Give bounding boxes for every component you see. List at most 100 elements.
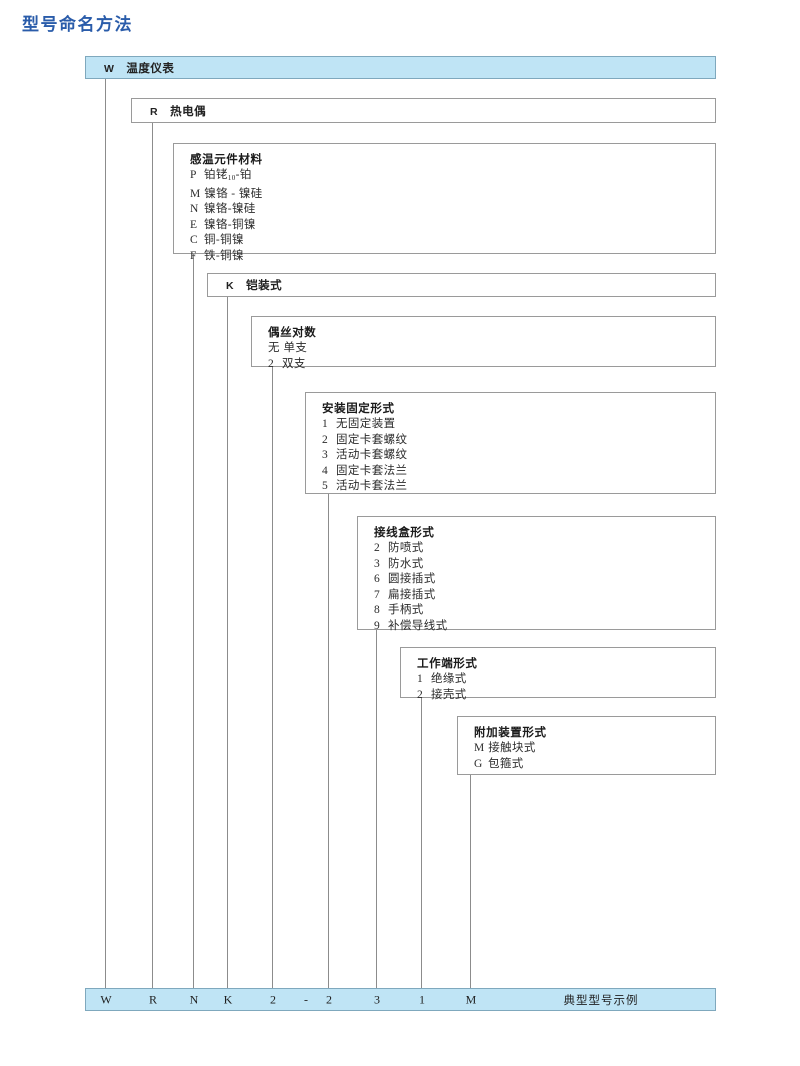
option-code: 6	[374, 573, 380, 585]
option-item: C 铜-铜镍	[190, 233, 263, 249]
option-code: P	[190, 169, 197, 181]
option-text: 防水式	[388, 557, 424, 570]
line-p	[193, 254, 194, 988]
option-item: E 镍铬-铜镍	[190, 218, 263, 234]
option-text: 接触块式	[488, 742, 536, 754]
box-label-thermocouple: 热电偶	[170, 105, 207, 118]
summary-cell-r: R	[148, 992, 158, 1006]
option-code: 2	[374, 542, 380, 554]
option-text: 镍铬 - 镍硅	[204, 187, 263, 200]
option-list-working-end-type: 1 绝缘式 2 接壳式	[417, 672, 467, 703]
option-code: 8	[374, 604, 380, 616]
summary-cell-2a: 2	[270, 992, 276, 1006]
box-thermocouple: R 热电偶	[131, 98, 716, 123]
option-code: 9	[374, 619, 380, 632]
line-r	[152, 123, 153, 988]
line-j	[376, 630, 377, 988]
option-text: 补偿导线式	[388, 619, 448, 632]
option-code: 1	[322, 418, 328, 430]
option-code: 2	[322, 433, 328, 446]
box-code-temperature-instrument: W	[104, 62, 115, 75]
option-item: 7 扁接插式	[374, 588, 448, 604]
option-text: 防喷式	[388, 542, 424, 554]
option-text: 固定卡套螺纹	[336, 433, 408, 446]
option-code: M	[190, 187, 201, 200]
option-text: 镍铬-镍硅	[204, 203, 256, 215]
option-item: 无单支	[268, 341, 307, 357]
line-m	[328, 494, 329, 988]
line-e	[421, 698, 422, 988]
summary-cell-1: 1	[419, 992, 425, 1006]
box-code-armored-type: K	[226, 280, 235, 292]
option-item: 2 双支	[268, 357, 307, 373]
option-text: 活动卡套法兰	[336, 480, 408, 492]
option-text: 圆接插式	[388, 573, 436, 585]
option-code: N	[190, 203, 199, 215]
option-item: 2 固定卡套螺纹	[322, 433, 407, 449]
option-text: 铂铑10-铂	[204, 169, 252, 182]
option-text: 扁接插式	[388, 588, 436, 601]
option-item: N 镍铬-镍硅	[190, 202, 263, 218]
option-code: 3	[374, 557, 380, 570]
option-code: 2	[268, 357, 274, 370]
option-item: P 铂铑10-铂	[190, 168, 263, 187]
option-code: E	[190, 218, 198, 231]
option-code: 4	[322, 464, 328, 477]
line-k	[227, 297, 228, 988]
summary-cell-dash: -	[304, 992, 308, 1006]
option-text: 镍铬-铜镍	[204, 218, 256, 231]
option-text: 包箍式	[488, 757, 524, 770]
option-code: F	[190, 249, 197, 262]
option-code: 1	[417, 673, 423, 685]
box-code-thermocouple: R	[150, 105, 159, 118]
group-header-additional-device-type: 附加装置形式	[474, 727, 547, 739]
option-code: 无	[268, 342, 280, 354]
option-item: G 包箍式	[474, 757, 536, 773]
summary-cell-k: K	[223, 992, 233, 1006]
option-text: 铜-铜镍	[204, 234, 244, 246]
option-item: 2 接壳式	[417, 688, 467, 704]
option-item: 9 补偿导线式	[374, 619, 448, 635]
box-inline-thermocouple: R 热电偶	[150, 103, 206, 119]
group-header-wire-pairs: 偶丝对数	[268, 327, 317, 339]
option-text: 双支	[282, 357, 306, 370]
option-subscript: 10	[227, 174, 236, 182]
option-item: 3 防水式	[374, 557, 448, 573]
group-header-working-end-type: 工作端形式	[417, 658, 478, 670]
option-text: 接壳式	[431, 688, 467, 701]
group-header-junction-box-type: 接线盒形式	[374, 527, 435, 539]
option-code: G	[474, 757, 483, 770]
option-text: 铁-铜镍	[204, 249, 244, 262]
line-n	[272, 367, 273, 988]
option-item: 1 绝缘式	[417, 672, 467, 688]
option-text: 绝缘式	[431, 673, 467, 685]
box-working-end-type: 工作端形式 1 绝缘式 2 接壳式	[400, 647, 716, 701]
option-code: 7	[374, 588, 380, 601]
option-code: C	[190, 234, 198, 246]
summary-note: 典型型号示例	[563, 994, 639, 1007]
option-text: 手柄式	[388, 604, 424, 616]
group-header-sensing-element-material: 感温元件材料	[190, 154, 263, 166]
summary-cell-3: 3	[374, 992, 380, 1006]
option-code: 2	[417, 688, 423, 701]
summary-cell-n: N	[189, 992, 199, 1006]
summary-cell-m: M	[465, 992, 477, 1006]
